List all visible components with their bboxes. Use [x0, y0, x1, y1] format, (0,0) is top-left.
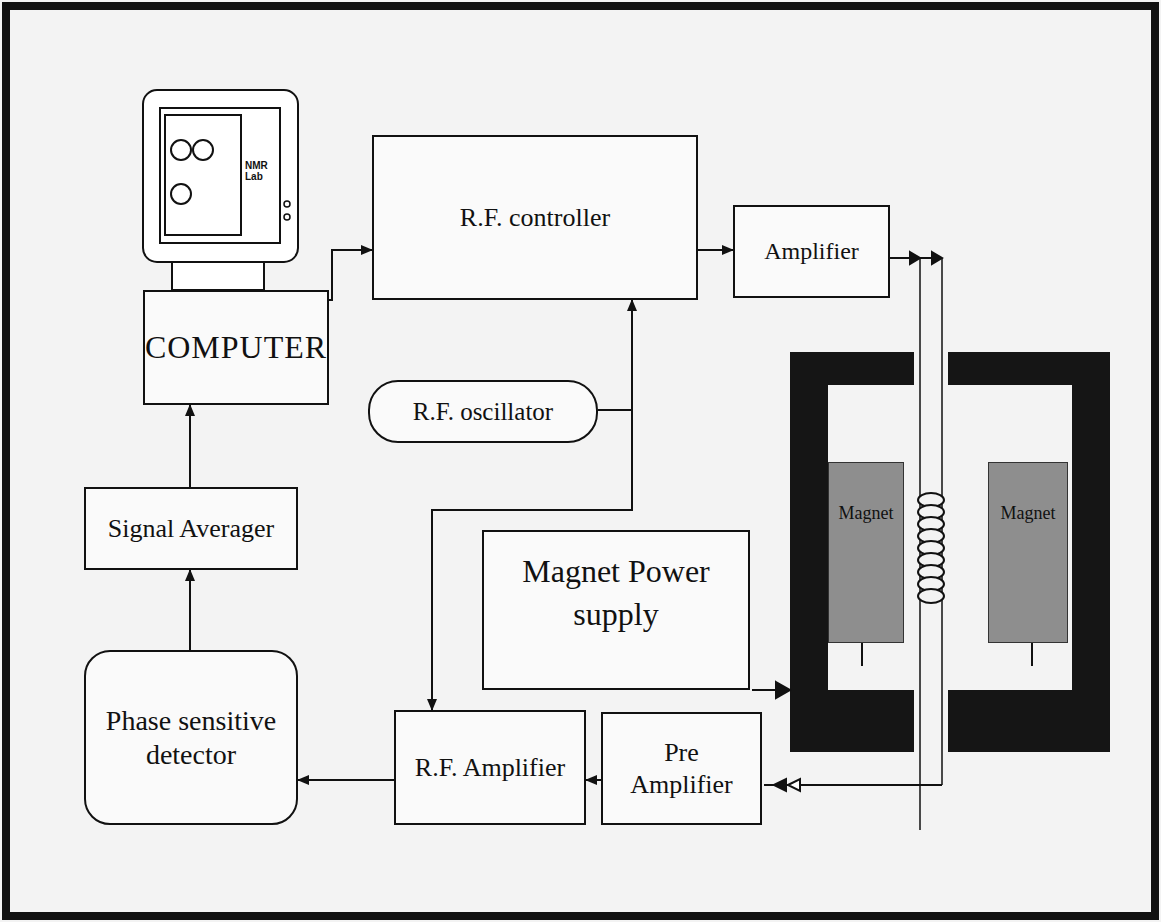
coil-signal: [764, 779, 942, 791]
rf-controller-box: R.F. controller: [372, 135, 698, 300]
signal-arrow: [189, 570, 191, 650]
rf-coil: [918, 493, 944, 603]
node-text: Phase sensitive detector: [94, 704, 288, 771]
monitor-icon: [143, 90, 298, 290]
node-text: Magnet: [839, 503, 894, 525]
signal-arrow: [598, 300, 632, 410]
amplifier-box: Amplifier: [733, 205, 890, 298]
computer-box: COMPUTER: [143, 290, 329, 405]
node-text: Magnet: [1001, 503, 1056, 525]
node-text: R.F. Amplifier: [415, 752, 565, 783]
node-text: R.F. controller: [460, 202, 610, 233]
signal-arrow: [189, 405, 191, 487]
signal-arrow: [329, 250, 372, 300]
preamp-box: Pre Amplifier: [601, 712, 762, 825]
node-text: Magnet Power supply: [492, 550, 740, 636]
coil-feed: [890, 252, 942, 264]
node-text: Signal Averager: [108, 513, 274, 544]
signal-arrow: [298, 779, 394, 781]
signal-arrow: [698, 249, 733, 251]
page-frame: [6, 6, 1155, 916]
averager-box: Signal Averager: [84, 487, 298, 570]
detector-box: Phase sensitive detector: [84, 650, 298, 825]
magnet-lead: [862, 643, 1032, 666]
node-text: R.F. oscillator: [413, 397, 553, 427]
power-feed: [752, 682, 790, 698]
magnet-yoke: [790, 352, 1110, 752]
magnet-pole: Magnet: [988, 462, 1068, 643]
node-text: Pre Amplifier: [611, 737, 752, 799]
magnet-pole: Magnet: [828, 462, 904, 643]
signal-arrow: [586, 779, 601, 781]
node-text: Amplifier: [764, 237, 859, 266]
node-text: COMPUTER: [145, 328, 327, 366]
power-supply-box: Magnet Power supply: [482, 530, 750, 690]
screen-label: NMR Lab: [245, 160, 279, 182]
oscillator-box: R.F. oscillator: [368, 380, 598, 443]
rf-amplifier-box: R.F. Amplifier: [394, 710, 586, 825]
